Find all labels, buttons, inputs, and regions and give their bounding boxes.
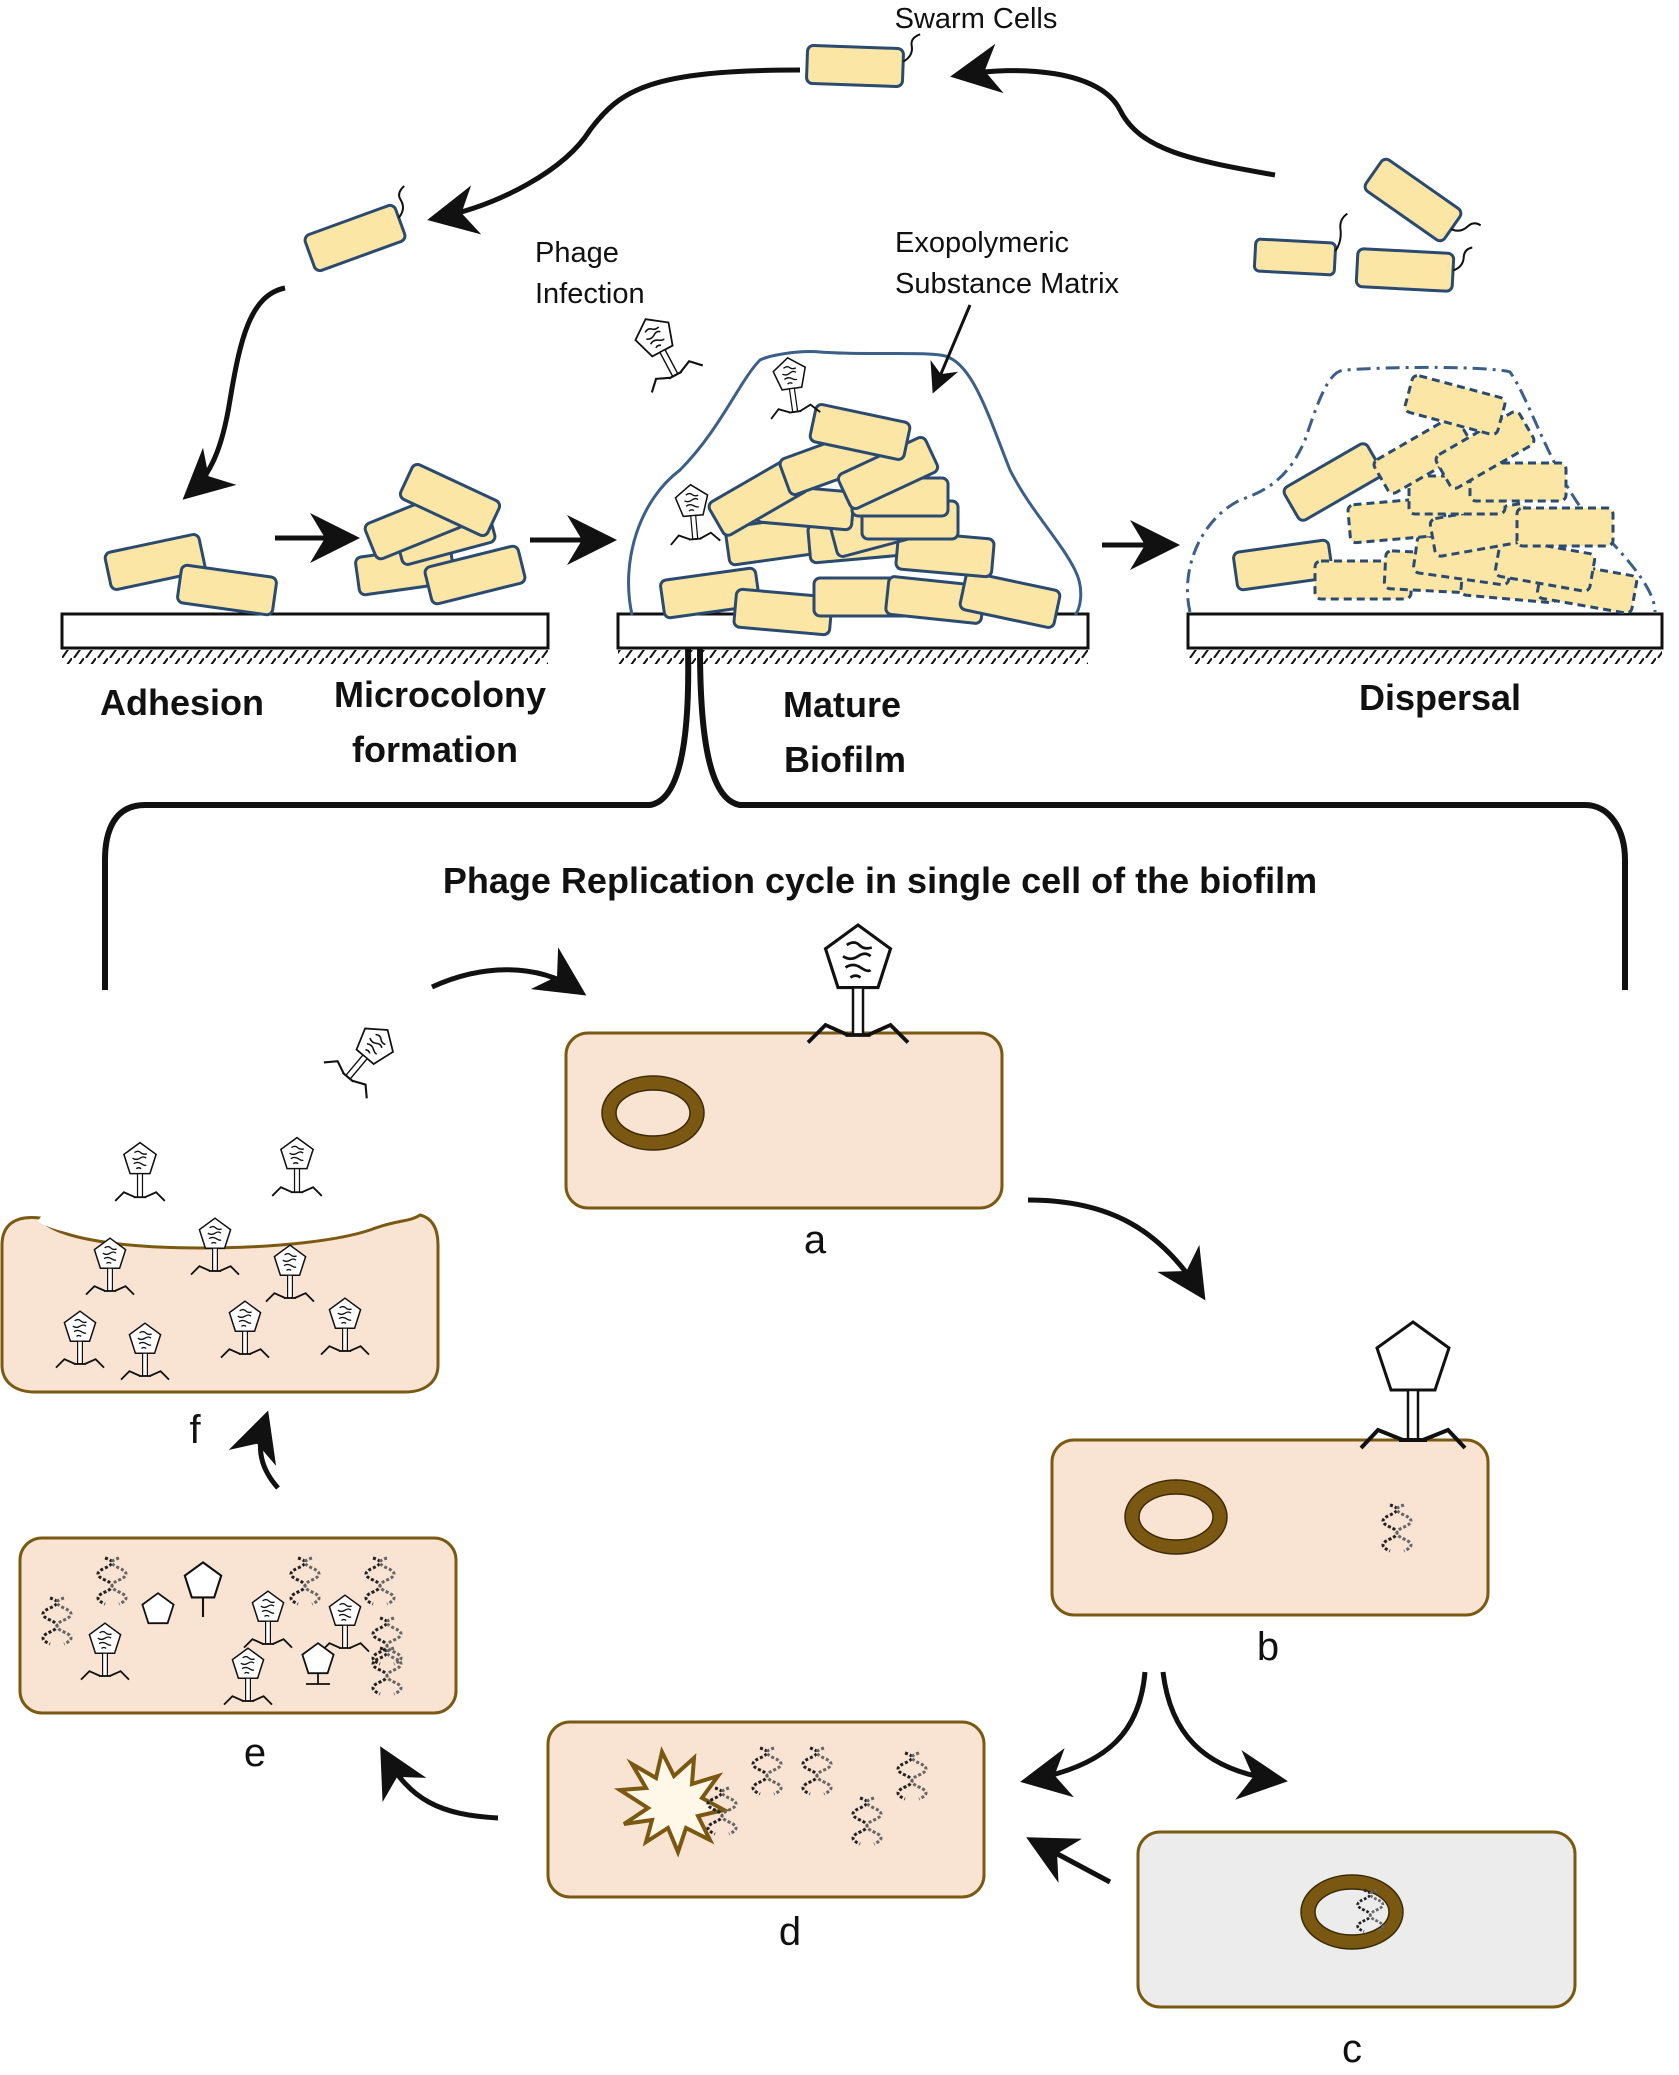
cell-c (1136, 1830, 1577, 2009)
e-to-f-arrow (228, 1410, 280, 1490)
release-to-a-arrow (430, 947, 587, 996)
plasmid-icon (602, 1076, 704, 1150)
phage-infection-label: Phage (535, 237, 619, 269)
swarm-return-arrow (427, 67, 801, 235)
swarm-cell (1252, 212, 1348, 277)
plasmid-icon (1125, 1480, 1227, 1554)
empty-phage-icon (1359, 1320, 1467, 1450)
plasmid-icon (1301, 1875, 1403, 1949)
cell-e (18, 1536, 458, 1715)
mature-biofilm-label: Biofilm (784, 739, 906, 780)
dispersal-cell (1515, 506, 1615, 548)
head-icon (141, 1592, 175, 1625)
stage-d-label: d (779, 1910, 801, 1954)
microcolony-label: formation (352, 729, 518, 770)
dispersal-label: Dispersal (1359, 677, 1521, 718)
phage-icon (806, 923, 910, 1045)
stage-b-label: b (1257, 1625, 1279, 1669)
d-to-e-arrow (380, 1746, 499, 1821)
burst-icon (613, 1746, 730, 1858)
a-to-b-arrow (1027, 1197, 1206, 1301)
cell-d (546, 1720, 986, 1899)
cell-f (0, 1213, 440, 1394)
swarm-cell (1361, 155, 1482, 245)
phage-infection-label: Infection (535, 278, 645, 310)
b-to-d-arrow (1020, 1671, 1148, 1798)
b-to-c-arrow (1160, 1671, 1288, 1800)
matrix-pointer-arrow (930, 304, 972, 394)
cell-a (564, 923, 1004, 1210)
swarm-cell (301, 185, 409, 274)
adhesion-label: Adhesion (100, 682, 264, 723)
swarm-cell (804, 33, 921, 89)
swarm-to-adhesion-arrow (950, 43, 1276, 178)
microcolony-label: Microcolony (334, 674, 546, 715)
swarm-cells-label: Swarm Cells (895, 3, 1058, 35)
dispersal-substrate (1186, 612, 1664, 664)
released-phage-icon (271, 1136, 323, 1197)
exopolymeric-matrix (627, 350, 1083, 617)
head-icon (183, 1561, 223, 1617)
stage-e-label: e (244, 1731, 266, 1775)
matrix-label: Substance Matrix (895, 268, 1120, 300)
cell-b (1050, 1320, 1490, 1617)
head-icon (301, 1642, 335, 1685)
adhesion-substrate (60, 612, 550, 664)
phage-icon (619, 304, 704, 394)
zoom-bracket (102, 647, 1628, 990)
cycle-title: Phage Replication cycle in single cell o… (443, 860, 1317, 901)
released-phage-icon (322, 1010, 411, 1100)
mature-biofilm-label: Mature (783, 684, 901, 725)
c-to-d-arrow (1026, 1837, 1112, 1885)
matrix-label: Exopolymeric (895, 227, 1069, 259)
released-phage-icon (114, 1141, 166, 1202)
stage-a-label: a (804, 1218, 827, 1262)
stage-f-label: f (189, 1408, 201, 1452)
to-adhesion-arrow (182, 285, 286, 500)
adhesion-cell (175, 563, 279, 617)
stage-c-label: c (1342, 2027, 1362, 2071)
swarm-cell (1354, 246, 1473, 293)
phage-icon (762, 353, 822, 420)
